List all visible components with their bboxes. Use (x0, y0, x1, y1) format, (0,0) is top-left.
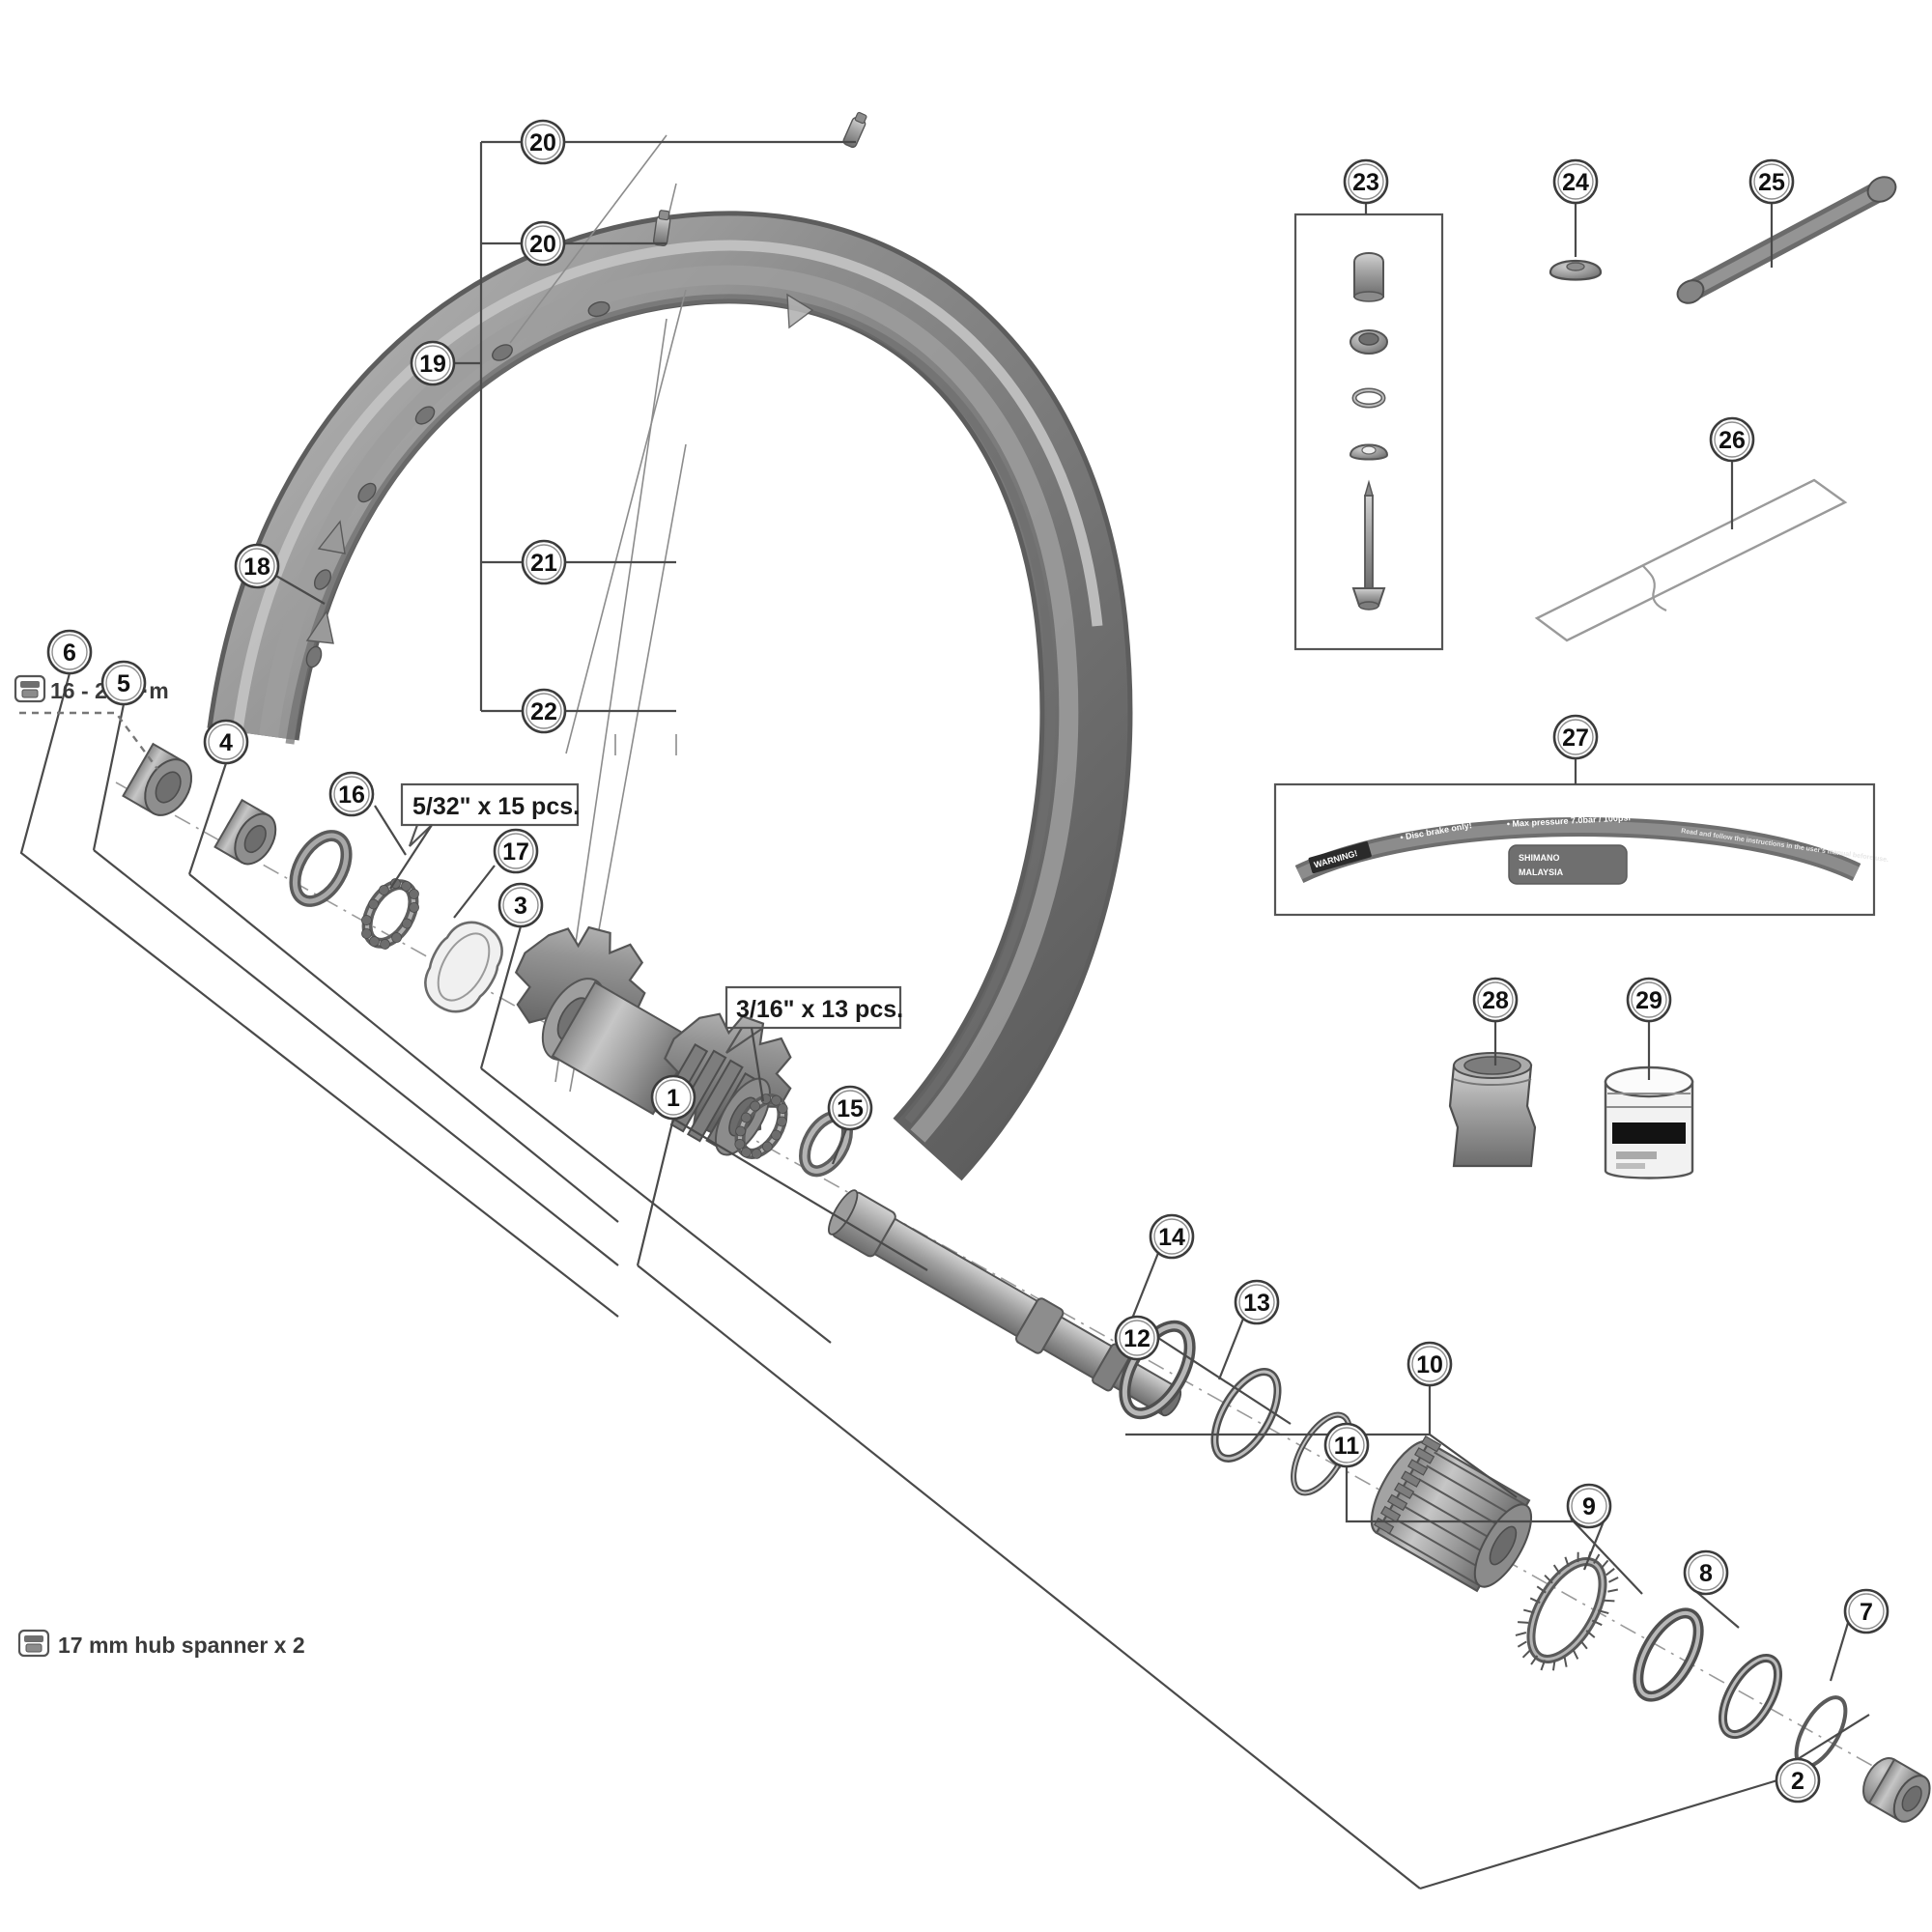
spanner-note-text: 17 mm hub spanner x 2 (58, 1633, 305, 1658)
rim-tape-shape (1534, 478, 1848, 642)
callout-2[interactable]: 2 (1775, 1757, 1821, 1804)
callout-label: 12 (1123, 1325, 1151, 1352)
callout-15[interactable]: 15 (827, 1085, 873, 1131)
callout-5[interactable]: 5 (100, 660, 147, 706)
callout-label: 20 (529, 129, 556, 156)
callout-label: 23 (1352, 169, 1379, 196)
hub-spacer-sleeve-shape (1448, 1052, 1537, 1168)
callout-label: 18 (243, 554, 270, 581)
callout-label: 1 (667, 1085, 680, 1112)
callout-6[interactable]: 6 (46, 629, 93, 675)
right-spacer-ring-shape (1718, 1653, 1783, 1740)
callout-label: 2 (1791, 1768, 1804, 1795)
callout-label: 24 (1562, 169, 1589, 196)
valve-core-tool-shape (1676, 176, 1897, 304)
callout-22[interactable]: 22 (521, 688, 567, 734)
callout-3[interactable]: 3 (497, 882, 544, 928)
callout-label: 13 (1243, 1290, 1270, 1317)
callout-label: 20 (529, 231, 556, 258)
callout-20-second[interactable]: 20 (520, 220, 566, 267)
callout-label: 4 (219, 729, 233, 756)
spanner-note-group (17, 1629, 50, 1658)
callout-label: 17 (502, 838, 529, 866)
callout-20[interactable]: 20 (520, 119, 566, 165)
callout-label: 16 (338, 781, 365, 809)
callout-label: 21 (530, 550, 557, 577)
callout-14[interactable]: 14 (1149, 1213, 1195, 1260)
hub-axle-shape (828, 1189, 1182, 1417)
callout-16[interactable]: 16 (328, 771, 375, 817)
spoke-lines (509, 111, 867, 1093)
callout-18[interactable]: 18 (234, 543, 280, 589)
callout-label: 29 (1635, 987, 1662, 1014)
rim-graphic (207, 211, 1133, 1181)
right-washer-ring-shape (1633, 1607, 1704, 1702)
ball-size-316-box (724, 985, 902, 1102)
hub-shell-graphic (514, 925, 792, 1156)
callout-24[interactable]: 24 (1552, 158, 1599, 205)
callout-26[interactable]: 26 (1709, 416, 1755, 463)
callout-label: 11 (1334, 1433, 1360, 1460)
callout-label: 27 (1562, 724, 1589, 752)
callout-25[interactable]: 25 (1748, 158, 1795, 205)
callout-27[interactable]: 27 (1552, 714, 1599, 760)
callout-17[interactable]: 17 (493, 828, 539, 874)
valve-kit-box (1293, 213, 1444, 651)
callout-10[interactable]: 10 (1406, 1341, 1453, 1387)
callout-7[interactable]: 7 (1843, 1588, 1889, 1634)
sticker-origin-line2: MALAYSIA (1519, 867, 1564, 877)
torque-note-group (14, 674, 158, 770)
leader-lines (19, 140, 1870, 1890)
callout-1[interactable]: 1 (650, 1074, 696, 1121)
callout-11[interactable]: 11 (1323, 1422, 1370, 1468)
callout-13[interactable]: 13 (1234, 1279, 1280, 1325)
hub-dust-cap-shape (424, 921, 503, 1013)
ball-size-316-text: 3/16" x 13 pcs. (736, 996, 903, 1023)
callout-label: 22 (530, 698, 557, 725)
callout-label: 5 (117, 670, 130, 697)
callout-label: 8 (1699, 1560, 1713, 1587)
callout-21[interactable]: 21 (521, 539, 567, 585)
ball-retainer-left (361, 878, 419, 950)
callout-4[interactable]: 4 (203, 719, 249, 765)
ball-retainer-right (734, 1094, 788, 1159)
callout-19[interactable]: 19 (410, 340, 456, 386)
right-cone-locknut-shape (1862, 1757, 1931, 1823)
callout-label: 15 (837, 1095, 864, 1122)
freehub-body-shape (1370, 1435, 1533, 1593)
callout-12[interactable]: 12 (1114, 1315, 1160, 1361)
grease-jar-shape (1604, 1065, 1694, 1179)
callout-label: 28 (1482, 987, 1509, 1014)
callout-23[interactable]: 23 (1343, 158, 1389, 205)
callout-label: 3 (514, 893, 527, 920)
callout-label: 6 (63, 639, 76, 667)
seal-ring-large-shape (1210, 1368, 1282, 1463)
callout-8[interactable]: 8 (1683, 1549, 1729, 1596)
callout-label: 10 (1416, 1351, 1443, 1378)
callout-label: 19 (419, 351, 446, 378)
sticker-origin-line1: SHIMANO (1519, 853, 1560, 863)
ball-size-532-text: 5/32" x 15 pcs. (412, 793, 580, 820)
callout-9[interactable]: 9 (1566, 1483, 1612, 1529)
callout-28[interactable]: 28 (1472, 977, 1519, 1023)
valve-rubber-base-shape (1548, 259, 1603, 281)
sticker-line3-text: Read and follow the instructions in the … (1681, 828, 1889, 864)
callout-label: 14 (1158, 1224, 1185, 1251)
ball-size-532-box (389, 782, 580, 890)
callout-label: 7 (1860, 1599, 1873, 1626)
callout-label: 26 (1719, 427, 1746, 454)
left-hub-parts (122, 742, 503, 1013)
callout-29[interactable]: 29 (1626, 977, 1672, 1023)
callout-label: 25 (1758, 169, 1785, 196)
callout-label: 9 (1582, 1493, 1596, 1520)
ratchet-ring-shape (1515, 1550, 1619, 1671)
